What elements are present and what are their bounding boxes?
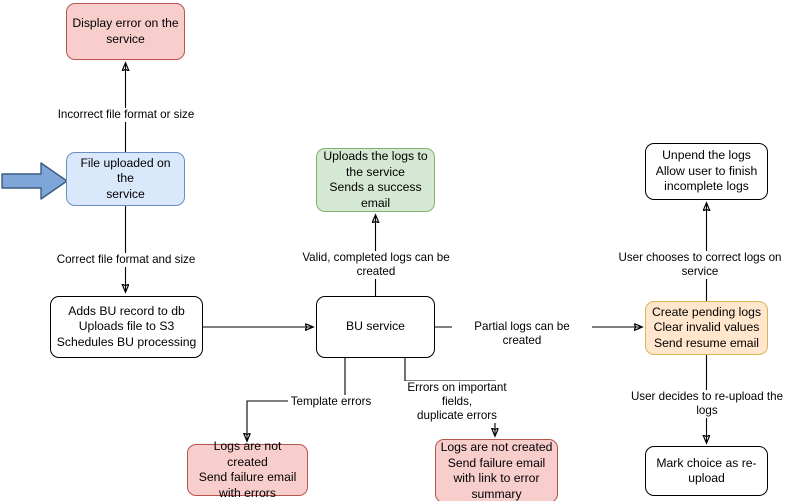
node-mark-choice[interactable]: Mark choice as re- upload [645,446,768,496]
node-display-error[interactable]: Display error on the service [66,3,185,60]
node-uploads-logs[interactable]: Uploads the logs to the service Sends a … [316,148,435,212]
edge-label-incorrect-format: Incorrect file format or size [46,108,206,122]
edge-label-template-errors: Template errors [288,395,374,409]
node-logs-not-created-fields[interactable]: Logs are not created Send failure email … [435,439,558,501]
edge-label-user-corrects: User chooses to correct logs on service [600,251,800,279]
edge-label-important-errors: Errors on important fields, duplicate er… [392,381,522,423]
node-unpend-logs[interactable]: Unpend the logs Allow user to finish inc… [645,143,768,200]
node-adds-bu-record[interactable]: Adds BU record to db Uploads file to S3 … [50,296,203,358]
edge-label-user-reuploads: User decides to re-upload the logs [617,390,797,418]
node-logs-not-created-template[interactable]: Logs are not created Send failure email … [187,439,308,500]
node-bu-service[interactable]: BU service [316,296,435,358]
node-file-uploaded[interactable]: File uploaded on the service [66,152,185,206]
node-create-pending-logs[interactable]: Create pending logs Clear invalid values… [645,301,768,355]
edge-label-correct-format: Correct file format and size [46,253,206,267]
edge-label-valid-logs: Valid, completed logs can be created [281,251,471,279]
edge-label-partial-logs: Partial logs can be created [452,320,592,348]
input-arrow-icon [1,162,68,200]
